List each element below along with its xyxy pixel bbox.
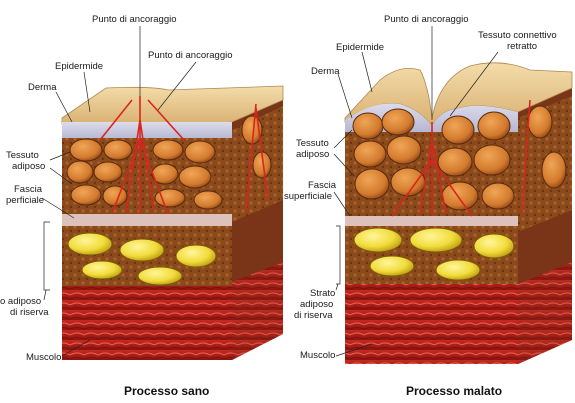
healthy-label-fascia-2: perficiale — [6, 195, 44, 206]
diseased-label-dermis: Derma — [311, 66, 340, 77]
healthy-label-anchor-point: Punto di ancoraggio — [92, 14, 177, 25]
healthy-dermis — [62, 122, 232, 140]
diseased-label-adipose-2: adiposo — [296, 149, 329, 160]
healthy-label-fascia-1: Fascia — [14, 184, 42, 195]
diseased-label-reserve-2: adiposo — [300, 299, 333, 310]
diseased-label-fascia-2: superficiale — [284, 191, 332, 202]
diseased-label-reserve-3: di riserva — [294, 310, 333, 321]
diseased-label-fascia-1: Fascia — [308, 180, 336, 191]
diseased-label-epidermis: Epidermide — [336, 42, 384, 53]
diseased-label-anchor-point: Punto di ancoraggio — [384, 14, 469, 25]
diseased-muscle — [345, 284, 518, 364]
diseased-label-retracted-2: retratto — [507, 41, 537, 52]
healthy-label-epidermis: Epidermide — [55, 61, 103, 72]
healthy-label-reserve-2: di riserva — [10, 307, 49, 318]
diseased-caption: Processo malato — [406, 384, 502, 398]
healthy-label-reserve-1: o adiposo — [0, 296, 41, 307]
healthy-label-dermis: Derma — [28, 82, 57, 93]
healthy-label-adipose-2: adiposo — [12, 161, 45, 172]
healthy-block — [62, 86, 283, 360]
healthy-caption: Processo sano — [124, 384, 209, 398]
healthy-muscle — [62, 286, 232, 360]
healthy-label-muscle: Muscolo — [26, 352, 61, 363]
diseased-label-reserve-1: Strato — [310, 288, 335, 299]
diseased-block — [345, 63, 572, 364]
diseased-label-muscle: Muscolo — [300, 350, 335, 361]
healthy-label-adipose-1: Tessuto — [6, 150, 39, 161]
diseased-label-retracted-1: Tessuto connettivo — [478, 30, 557, 41]
diseased-label-adipose-1: Tessuto — [296, 138, 329, 149]
healthy-fascia — [62, 214, 232, 228]
healthy-label-anchor-point-2: Punto di ancoraggio — [148, 50, 233, 61]
